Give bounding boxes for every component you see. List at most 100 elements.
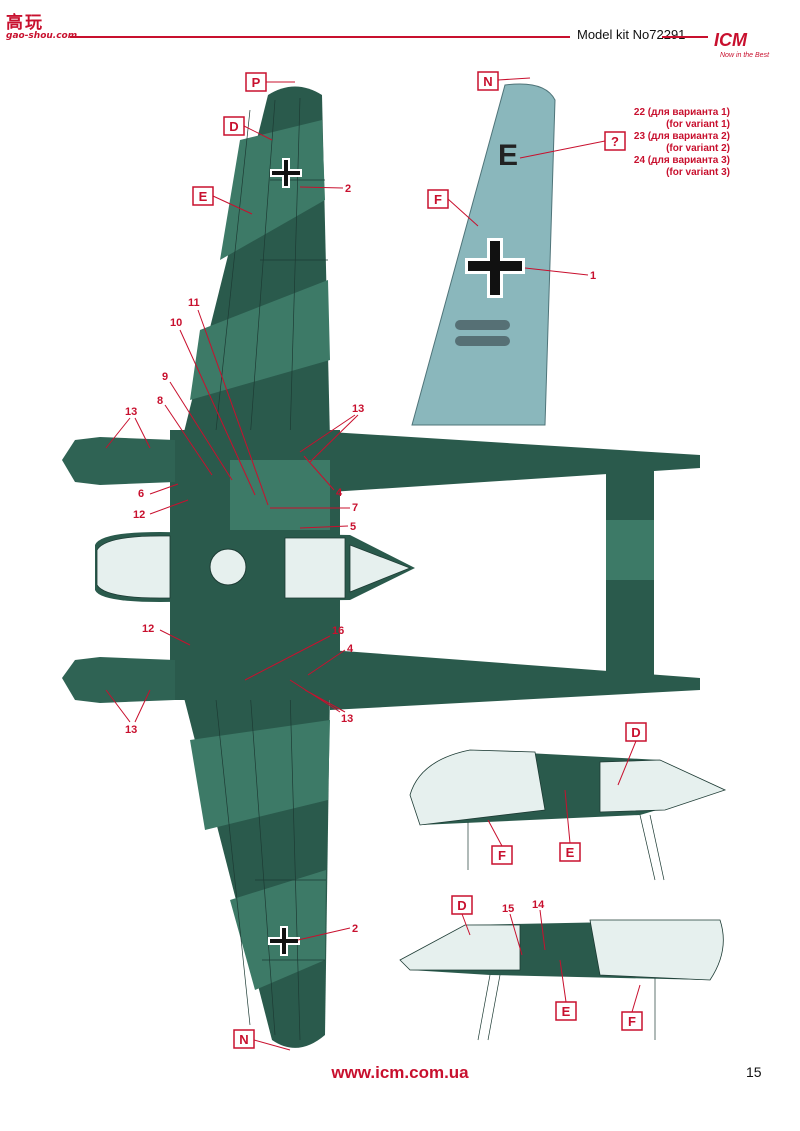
tail-bomb-2 bbox=[455, 336, 510, 346]
callout-12-bottom: 12 bbox=[142, 623, 191, 646]
upper-wing-camo bbox=[190, 120, 330, 400]
variant-note-1: 22 (для варианта 1) (for variant 1) bbox=[633, 107, 730, 130]
gondola-glass-rear bbox=[96, 535, 171, 599]
gondola-side-1-glass bbox=[409, 749, 727, 826]
paint-code-P: P bbox=[245, 72, 295, 92]
tail-fin bbox=[411, 83, 556, 426]
svg-text:13: 13 bbox=[352, 403, 364, 415]
svg-text:4: 4 bbox=[347, 643, 354, 655]
callout-13-bottom-right: 13 bbox=[289, 679, 353, 725]
variant-note-2: 23 (для варианта 2) (for variant 2) bbox=[633, 131, 730, 154]
svg-text:N: N bbox=[239, 1032, 248, 1047]
gondola-glass-nose bbox=[349, 544, 412, 593]
gondola-glass-mid bbox=[284, 537, 346, 599]
paint-code-question: ? bbox=[519, 131, 626, 159]
svg-text:15: 15 bbox=[502, 903, 514, 915]
svg-text:5: 5 bbox=[350, 521, 356, 533]
svg-text:13: 13 bbox=[125, 406, 137, 418]
paint-code-D-top: D bbox=[223, 116, 273, 141]
callout-16: 16 bbox=[244, 625, 344, 681]
svg-text:D: D bbox=[229, 119, 238, 134]
callout-4-bottom: 4 bbox=[307, 643, 354, 676]
svg-text:12: 12 bbox=[133, 509, 145, 521]
svg-text:9: 9 bbox=[162, 371, 168, 383]
boom-upper bbox=[330, 432, 700, 492]
callout-11: 11 bbox=[188, 297, 269, 506]
callout-7: 7 bbox=[270, 502, 358, 514]
callout-4-top: 4 bbox=[303, 455, 343, 499]
svg-text:11: 11 bbox=[188, 297, 200, 309]
svg-text:6: 6 bbox=[138, 488, 144, 500]
callout-5: 5 bbox=[299, 521, 356, 533]
page-number: 15 bbox=[746, 1064, 762, 1080]
svg-text:13: 13 bbox=[341, 713, 353, 725]
tail-code: E bbox=[498, 139, 518, 172]
svg-text:4: 4 bbox=[336, 487, 343, 499]
tail-bomb-1 bbox=[455, 320, 510, 330]
svg-text:E: E bbox=[199, 189, 208, 204]
paint-code-N-bottom: N bbox=[233, 1029, 291, 1051]
paint-code-F-top: F bbox=[427, 189, 479, 227]
gondola-side-2-ladder bbox=[477, 974, 501, 1041]
svg-text:P: P bbox=[252, 75, 261, 90]
header-rule-right bbox=[662, 36, 708, 38]
kit-number: Model kit No72291 bbox=[577, 27, 686, 42]
paint-code-E-side2: E bbox=[555, 959, 577, 1021]
engine-upper bbox=[62, 437, 175, 485]
callout-2-top: 2 bbox=[299, 183, 351, 195]
svg-text:D: D bbox=[457, 898, 466, 913]
paint-code-N-top: N bbox=[477, 71, 531, 91]
paint-code-D-side2: D bbox=[451, 895, 473, 936]
callout-9: 9 bbox=[162, 371, 233, 481]
brand-logo: ICM bbox=[714, 30, 747, 50]
svg-text:16: 16 bbox=[332, 625, 344, 637]
svg-text:N: N bbox=[483, 74, 492, 89]
turret bbox=[209, 548, 247, 586]
svg-text:8: 8 bbox=[157, 395, 163, 407]
callout-14: 14 bbox=[532, 899, 546, 951]
svg-text:D: D bbox=[631, 725, 640, 740]
svg-text:F: F bbox=[628, 1014, 636, 1029]
svg-text:F: F bbox=[498, 848, 506, 863]
callout-12-top: 12 bbox=[133, 499, 189, 521]
svg-text:2: 2 bbox=[352, 923, 358, 935]
svg-text:E: E bbox=[562, 1004, 571, 1019]
watermark-title: 高玩 bbox=[6, 13, 44, 33]
gondola-side-1-ladder bbox=[639, 814, 665, 881]
paint-code-F-side1: F bbox=[487, 819, 513, 865]
svg-text:2: 2 bbox=[345, 183, 351, 195]
gondola-side-view-1 bbox=[409, 749, 727, 881]
center-camo bbox=[230, 460, 330, 530]
svg-text:1: 1 bbox=[590, 270, 596, 282]
paint-code-E-top: E bbox=[192, 186, 253, 215]
callout-8: 8 bbox=[157, 395, 213, 476]
tail-balkenkreuz bbox=[465, 238, 525, 298]
balkenkreuz-lower bbox=[268, 926, 300, 956]
svg-text:?: ? bbox=[611, 134, 619, 149]
callout-10: 10 bbox=[170, 317, 256, 496]
tail-fin-view: E bbox=[411, 83, 556, 426]
balkenkreuz-upper bbox=[270, 158, 302, 188]
watermark-url: gao-shou.com bbox=[6, 31, 78, 41]
header-rule bbox=[70, 36, 570, 38]
paint-code-F-side2: F bbox=[621, 984, 643, 1031]
svg-text:E: E bbox=[566, 845, 575, 860]
paint-code-E-side1: E bbox=[559, 789, 581, 862]
gondola-side-view-2 bbox=[399, 919, 724, 1041]
engine-lower bbox=[62, 657, 175, 703]
callout-13-bottom-left: 13 bbox=[105, 689, 151, 736]
callout-6: 6 bbox=[138, 483, 179, 500]
callout-2-bottom: 2 bbox=[297, 923, 358, 941]
boom-lower bbox=[330, 650, 700, 710]
footer-url[interactable]: www.icm.com.ua bbox=[331, 1063, 469, 1082]
callout-13-top-right: 13 bbox=[299, 403, 364, 463]
aircraft-top-view bbox=[62, 86, 700, 1048]
callout-15: 15 bbox=[502, 903, 523, 956]
variant-note-3: 24 (для варианта 3) (for variant 3) bbox=[633, 155, 730, 178]
wing-panel-lines bbox=[214, 97, 328, 1041]
svg-text:13: 13 bbox=[125, 724, 137, 736]
brand-tagline: Now in the Best bbox=[720, 52, 770, 59]
tailplane-camo bbox=[606, 520, 654, 580]
callout-1: 1 bbox=[524, 267, 596, 282]
